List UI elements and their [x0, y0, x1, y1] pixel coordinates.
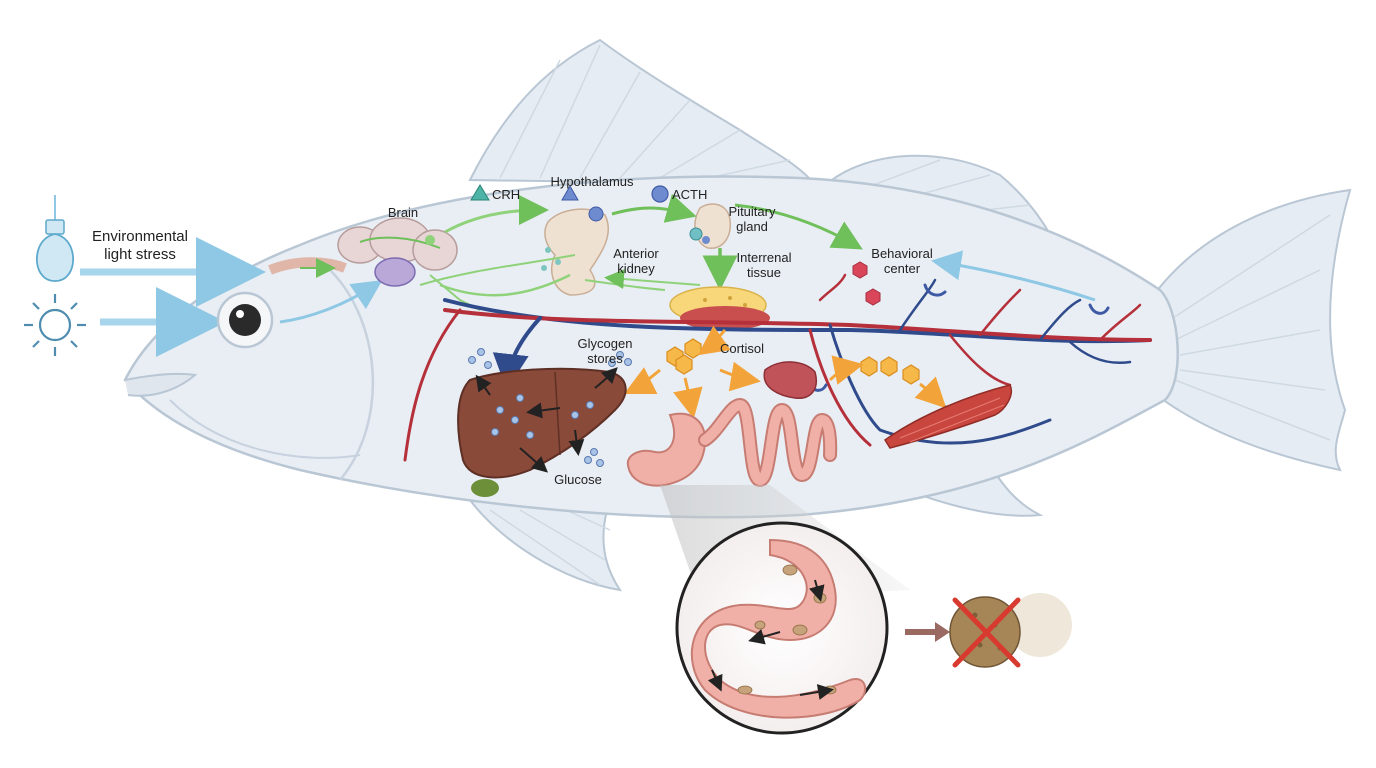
tail-fin [1149, 188, 1352, 472]
sun-icon [24, 294, 86, 356]
glucose-label: Glucose [554, 472, 602, 487]
environmental-light-stress-label: Environmental light stress [92, 228, 188, 263]
spleen-organ [763, 361, 817, 399]
crh-label: CRH [492, 187, 521, 202]
dorsal-fin [468, 38, 818, 187]
acth-label: ACTH [672, 187, 708, 202]
crh-triangle-icon [470, 184, 490, 201]
tail-to-behavioral-arrow [931, 250, 1096, 302]
pituitary-gland-label: Pituitary gland [728, 204, 776, 234]
pelvic-fin [467, 499, 623, 592]
behavioral-center-label: Behavioral center [871, 246, 933, 276]
muscle-organ [883, 384, 1012, 449]
hypothalamus-organ [541, 184, 610, 296]
glycogen-arrows [475, 367, 618, 473]
intestine-zoom-inset [675, 521, 889, 735]
pituitary-gland-organ [689, 203, 731, 249]
brain-organ [268, 217, 458, 287]
interrenal-tissue-label: Interrenal tissue [736, 250, 792, 280]
stomach-intestine-organ [626, 398, 838, 487]
cortisol-label: Cortisol [719, 341, 765, 356]
cortisol-arrows [623, 325, 947, 419]
fish-eye [216, 291, 274, 349]
hypothalamus-label: Hypothalamus [550, 174, 634, 189]
acth-circle-icon [651, 185, 669, 203]
glucose-particles [468, 348, 632, 467]
reject-cross-icon [952, 597, 1021, 668]
anterior-kidney-label: Anterior kidney [613, 246, 659, 276]
eye-to-brain-arrow [279, 280, 383, 324]
light-bulb-icon [35, 195, 75, 282]
fish-mouth [124, 372, 198, 397]
brain-label: Brain [387, 205, 419, 220]
glycogen-stores-label: Glycogen stores [577, 336, 633, 366]
hexagon-molecules [852, 261, 881, 306]
blood-vessels [403, 273, 1152, 462]
